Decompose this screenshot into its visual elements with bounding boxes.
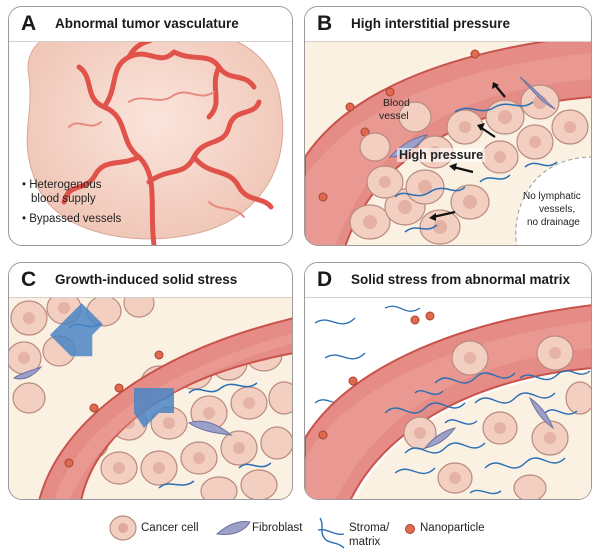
bullet-bypassed-vessels: • Bypassed vessels	[22, 213, 122, 225]
panel-b: B High interstitial pressure Blood vesse…	[304, 6, 592, 246]
nanoparticle	[385, 87, 395, 97]
nanoparticle	[64, 458, 74, 468]
panel-a-illustration	[26, 23, 284, 245]
panel-c: C Growth-induced solid stress	[8, 262, 293, 500]
fibroblast	[528, 396, 555, 430]
panel-d-letter: D	[317, 268, 333, 291]
panel-c-illustration	[9, 288, 292, 499]
panel-a-title: Abnormal tumor vasculature	[55, 16, 239, 31]
nanoparticle	[470, 49, 480, 59]
panel-b-header: B High interstitial pressure	[305, 7, 591, 42]
lymphatic-label-2: vessels,	[539, 204, 576, 215]
panel-a: A Abnormal tumor vasculature • Heterogen…	[8, 6, 293, 246]
bullet-heterogenous: • Heterogenous	[22, 179, 102, 191]
blood-vessel-label-line2: vessel	[379, 110, 409, 122]
high-pressure-label: High pressure	[397, 148, 486, 162]
panel-d-illustration	[305, 263, 591, 499]
bullet-heterogenous-line2: blood supply	[31, 193, 96, 205]
nanoparticle	[318, 430, 328, 440]
legend-nanoparticle: Nanoparticle	[420, 522, 485, 534]
panel-d: D Solid stress from abnormal matrix	[304, 262, 592, 500]
nanoparticle	[154, 350, 164, 360]
panel-a-header: A Abnormal tumor vasculature	[9, 7, 292, 42]
nanoparticle	[318, 192, 328, 202]
panel-d-header: D Solid stress from abnormal matrix	[305, 263, 591, 298]
fibroblast	[12, 365, 43, 380]
fibroblast-icon	[215, 521, 251, 535]
lymphatic-label-1: No lymphatic	[523, 191, 581, 202]
cancer-cell-icon	[109, 515, 137, 541]
nanoparticle	[410, 315, 420, 325]
nanoparticle	[348, 376, 358, 386]
legend: Cancer cell Fibroblast Stroma/ matrix Na…	[0, 508, 600, 556]
legend-stroma-line2: matrix	[349, 536, 381, 548]
legend-fibroblast: Fibroblast	[252, 522, 303, 534]
nanoparticle	[89, 403, 99, 413]
thin-vessels	[68, 91, 245, 218]
blood-vessel-label: Blood	[383, 97, 410, 109]
stroma-d	[384, 370, 591, 495]
panel-b-illustration	[305, 34, 591, 245]
stress-arrow	[134, 388, 174, 428]
panel-b-title: High interstitial pressure	[351, 16, 511, 31]
legend-cancer-cell: Cancer cell	[141, 522, 199, 534]
nanoparticle-icon	[405, 524, 415, 534]
panel-c-title: Growth-induced solid stress	[55, 272, 238, 287]
stroma-b	[394, 101, 558, 233]
nanoparticle	[114, 383, 124, 393]
legend-stroma: Stroma/	[349, 522, 390, 534]
nanoparticle	[425, 311, 435, 321]
lymph-zone	[515, 156, 591, 245]
panel-c-letter: C	[21, 268, 37, 291]
fibroblast	[187, 420, 233, 436]
nanoparticle	[345, 102, 355, 112]
stress-arrow	[49, 303, 103, 357]
panel-a-letter: A	[21, 12, 37, 35]
panel-c-header: C Growth-induced solid stress	[9, 263, 292, 298]
stroma-icon	[317, 517, 345, 549]
pressure-arrows	[432, 84, 506, 219]
panel-b-letter: B	[317, 12, 333, 35]
fibroblast	[519, 76, 556, 110]
fibroblast	[423, 427, 457, 449]
lymphatic-label-3: no drainage	[527, 217, 580, 228]
tortuous-vessels	[61, 29, 274, 245]
panel-d-title: Solid stress from abnormal matrix	[351, 272, 571, 287]
